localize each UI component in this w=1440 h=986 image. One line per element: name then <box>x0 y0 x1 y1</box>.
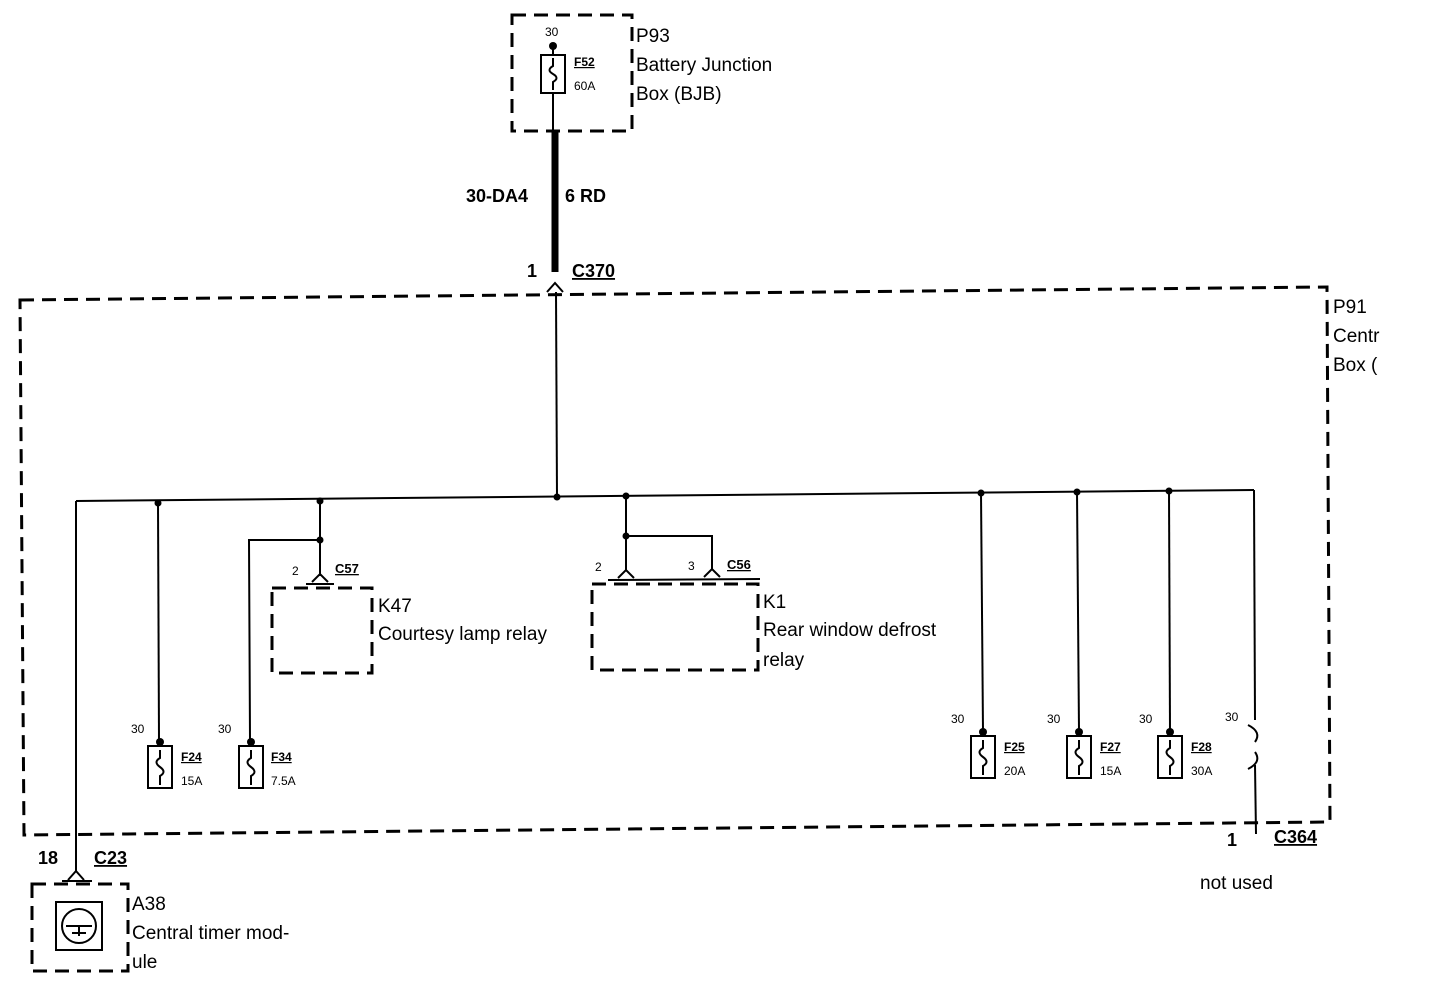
c57-connector-symbol <box>311 572 329 583</box>
k47-relay-box <box>270 586 374 675</box>
fuse-f27-rating: 15A <box>1100 764 1121 778</box>
c370-pin: 1 <box>527 261 537 281</box>
k47-id: K47 <box>378 596 412 617</box>
fuse-f28-pin: 30 <box>1139 712 1153 726</box>
fuse-f27-name: F27 <box>1100 740 1121 754</box>
fuse-f28-rating: 30A <box>1191 764 1212 778</box>
wire-gauge-color-label: 6 RD <box>565 186 606 206</box>
k1-id: K1 <box>763 592 786 613</box>
fuse-f25-rating: 20A <box>1004 764 1025 778</box>
fuse-f28-name: F28 <box>1191 740 1212 754</box>
bjb-name-line1: Battery Junction <box>636 55 772 76</box>
k1-connector: C56 <box>727 557 751 572</box>
c370-connector-symbol <box>546 281 564 293</box>
fuse-f24-pin: 30 <box>131 722 145 736</box>
k47-pin: 2 <box>292 564 299 578</box>
unused-slot-pin: 30 <box>1225 710 1239 724</box>
c23-connector-symbol <box>67 869 85 881</box>
fuse-f25-name: F25 <box>1004 740 1025 754</box>
bjb-fuse-pin: 30 <box>545 25 559 39</box>
fuse-f34-rating: 7.5A <box>271 774 296 788</box>
fuse-f52-name: F52 <box>574 55 595 69</box>
bjb-name-line2: Box (BJB) <box>636 84 722 105</box>
a38-ecu-icon <box>61 908 97 944</box>
k1-pin-b: 3 <box>688 559 695 573</box>
fuse-f24-name: F24 <box>181 750 202 764</box>
wire-circuit-label: 30-DA4 <box>466 186 528 206</box>
a38-module-box <box>30 882 130 973</box>
c23-pin: 18 <box>38 848 58 868</box>
fuse-f25-pin: 30 <box>951 712 965 726</box>
a38-name-line2: ule <box>132 952 157 973</box>
k47-name: Courtesy lamp relay <box>378 624 547 645</box>
c364-pin: 1 <box>1227 830 1237 850</box>
c56-pin3-symbol <box>703 567 721 578</box>
fuse-f27-pin: 30 <box>1047 712 1061 726</box>
cjb-box <box>18 285 1332 837</box>
k1-name-line1: Rear window defrost <box>763 620 937 641</box>
cjb-name-line1: Centr <box>1333 326 1380 347</box>
c364-name: C364 <box>1274 827 1317 847</box>
bjb-id: P93 <box>636 26 670 47</box>
fuse-f24-rating: 15A <box>181 774 202 788</box>
cjb-name-line2: Box ( <box>1333 355 1378 376</box>
c23-name: C23 <box>94 848 127 868</box>
power-bus <box>75 489 1255 502</box>
a38-name-line1: Central timer mod- <box>132 923 289 944</box>
fuse-f52-rating: 60A <box>574 79 595 93</box>
bjb-box <box>510 13 634 133</box>
k1-relay-box <box>590 582 760 672</box>
a38-id: A38 <box>132 894 166 915</box>
k1-pin-a: 2 <box>595 560 602 574</box>
fuse-f34-name: F34 <box>271 750 292 764</box>
c370-name: C370 <box>572 261 615 281</box>
fuse-f34-pin: 30 <box>218 722 232 736</box>
cjb-id: P91 <box>1333 297 1367 318</box>
k1-name-line2: relay <box>763 650 805 671</box>
c364-note: not used <box>1200 873 1273 894</box>
c56-pin2-symbol <box>617 568 635 579</box>
k47-connector: C57 <box>335 561 359 576</box>
unused-slot-symbol <box>1247 724 1259 743</box>
